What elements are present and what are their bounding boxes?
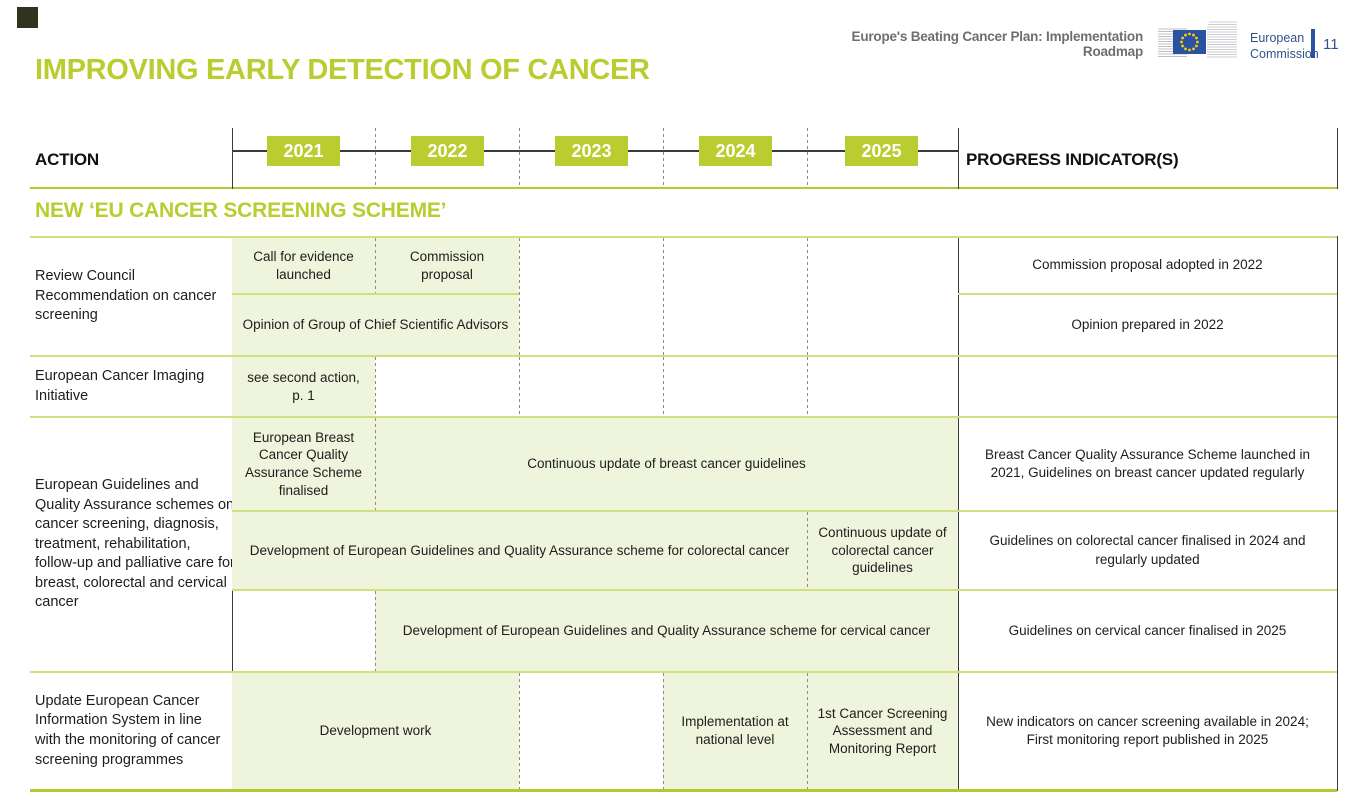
commission-line1: European <box>1250 31 1305 45</box>
action-guidelines-qa: European Guidelines and Quality Assuranc… <box>35 418 236 671</box>
european-commission-logo-icon <box>1158 21 1237 58</box>
page-title: IMPROVING EARLY DETECTION OF CANCER <box>35 54 650 86</box>
column-dashed-line <box>663 128 664 188</box>
corner-mark <box>17 7 38 28</box>
column-dashed-line <box>807 357 808 416</box>
progress-column-header: PROGRESS INDICATOR(S) <box>966 150 1179 169</box>
subrow-separator <box>958 293 1337 295</box>
action-column-header: ACTION <box>35 150 99 169</box>
progress-breast-scheme: Breast Cancer Quality Assurance Scheme l… <box>985 446 1310 480</box>
year-2021: 2021 <box>267 136 340 166</box>
cell-commission-proposal: Commission proposal <box>375 238 519 293</box>
column-dashed-line <box>663 238 664 355</box>
commission-line2: Commission <box>1250 46 1319 61</box>
cell-breast-qa-finalised: European Breast Cancer Quality Assurance… <box>232 418 375 510</box>
progress-colorectal-guidelines: Guidelines on colorectal cancer finalise… <box>989 533 1306 567</box>
cell-call-for-evidence: Call for evidence launched <box>232 238 375 293</box>
column-dashed-line <box>519 357 520 416</box>
cell-opinion-advisors: Opinion of Group of Chief Scientific Adv… <box>232 295 519 355</box>
section-title: NEW ‘EU CANCER SCREENING SCHEME’ <box>35 199 447 222</box>
row-separator <box>30 355 1337 357</box>
table-border <box>958 128 959 189</box>
header-underline <box>30 187 1337 189</box>
year-2023: 2023 <box>555 136 628 166</box>
year-2022: 2022 <box>411 136 484 166</box>
cell-colorectal-continuous-update: Continuous update of colorectal cancer g… <box>807 512 958 589</box>
table-border <box>1337 128 1338 189</box>
action-update-ecis: Update European Cancer Information Syste… <box>35 673 230 789</box>
page-number: 11 <box>1323 36 1339 53</box>
table-bottom-border <box>30 789 1337 792</box>
subrow-separator <box>232 293 519 295</box>
column-dashed-line <box>807 238 808 355</box>
commission-wordmark: European Commission <box>1250 31 1319 62</box>
action-text: European Guidelines and Quality Assuranc… <box>35 477 235 611</box>
column-dashed-line <box>807 673 808 789</box>
action-text: Review Council Recommendation on cancer … <box>35 268 217 324</box>
column-dashed-line <box>519 673 520 789</box>
table-border <box>1337 236 1338 791</box>
column-dashed-line <box>807 512 808 589</box>
table-border <box>232 128 233 189</box>
column-dashed-line <box>375 128 376 188</box>
cell-breast-continuous-update: Continuous update of breast cancer guide… <box>375 418 958 510</box>
year-2025: 2025 <box>845 136 918 166</box>
row-separator <box>30 416 1337 418</box>
subrow-separator <box>232 510 1337 512</box>
action-text: Update European Cancer Information Syste… <box>35 692 221 768</box>
column-dashed-line <box>375 238 376 293</box>
table-border <box>958 236 959 791</box>
column-dashed-line <box>375 418 376 510</box>
column-dashed-line <box>807 128 808 188</box>
cell-colorectal-development: Development of European Guidelines and Q… <box>232 512 807 589</box>
column-dashed-line <box>663 673 664 789</box>
year-2024: 2024 <box>699 136 772 166</box>
column-dashed-line <box>519 128 520 188</box>
subrow-separator <box>232 589 1337 591</box>
progress-proposal-adopted: Commission proposal adopted in 2022 <box>1032 257 1263 273</box>
progress-new-indicators: New indicators on cancer screening avail… <box>986 713 1309 747</box>
column-dashed-line <box>663 357 664 416</box>
column-dashed-line <box>375 591 376 671</box>
action-cancer-imaging: European Cancer Imaging Initiative <box>35 357 230 416</box>
cell-first-assessment-report: 1st Cancer Screening Assessment and Moni… <box>807 673 958 789</box>
row-separator <box>30 236 1337 238</box>
column-dashed-line <box>375 357 376 416</box>
cell-see-second-action: see second action, p. 1 <box>232 357 375 416</box>
progress-cervical-guidelines: Guidelines on cervical cancer finalised … <box>1008 622 1287 638</box>
cell-cervical-development: Development of European Guidelines and Q… <box>375 591 958 671</box>
progress-opinion-prepared: Opinion prepared in 2022 <box>1071 316 1224 332</box>
page-number-divider <box>1311 29 1315 58</box>
document-title: Europe's Beating Cancer Plan: Implementa… <box>851 29 1144 59</box>
cell-development-work: Development work <box>232 673 519 789</box>
row-separator <box>30 671 1337 673</box>
column-dashed-line <box>519 238 520 355</box>
action-text: European Cancer Imaging Initiative <box>35 367 205 404</box>
action-review-council: Review Council Recommendation on cancer … <box>35 238 230 355</box>
cell-implementation-national: Implementation at national level <box>663 673 807 789</box>
